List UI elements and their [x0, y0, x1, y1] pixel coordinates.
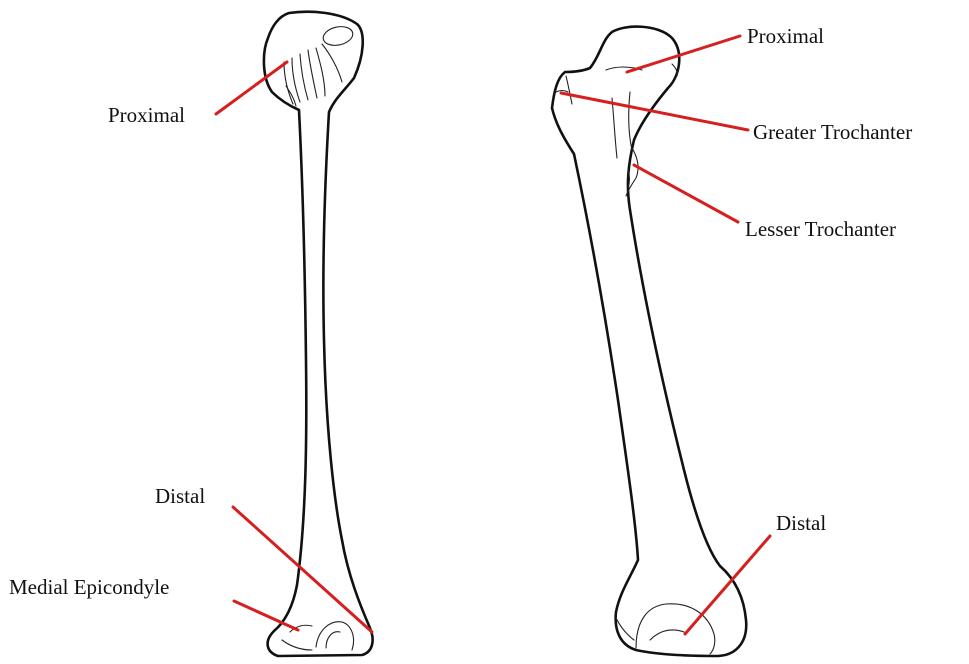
humerus: [264, 12, 373, 656]
femur-greater-trochanter-label: Greater Trochanter: [753, 120, 912, 144]
femur-lesser-trochanter-label: Lesser Trochanter: [745, 217, 896, 241]
femur-proximal-label: Proximal: [747, 24, 824, 48]
humerus-medial-epicondyle-label: Medial Epicondyle: [9, 575, 169, 599]
humerus-distal-label: Distal: [155, 484, 205, 508]
humerus-proximal-label: Proximal: [108, 103, 185, 127]
femur-distal-label: Distal: [776, 511, 826, 535]
labels: Proximal Distal Medial Epicondyle Proxim…: [9, 24, 912, 599]
femur: [552, 27, 746, 656]
femur-outline: [552, 27, 746, 656]
humerus-outline: [264, 12, 373, 656]
femur-lesser-trochanter-leader: [634, 165, 738, 222]
